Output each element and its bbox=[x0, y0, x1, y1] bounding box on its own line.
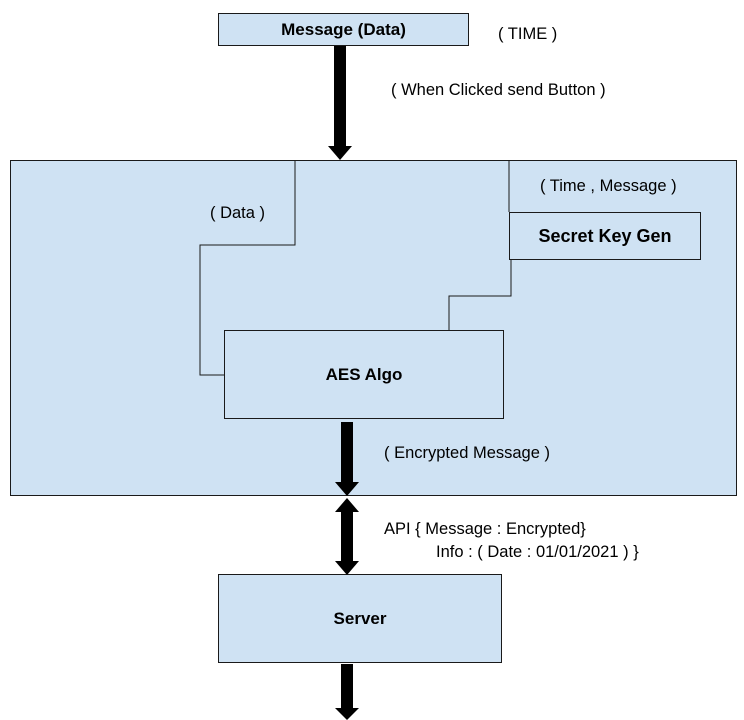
when-clicked-label: ( When Clicked send Button ) bbox=[391, 81, 606, 99]
arrow-message-to-panel bbox=[328, 46, 352, 160]
secret-key-gen-node: Secret Key Gen bbox=[509, 212, 701, 260]
api-label-line1: API { Message : Encrypted} bbox=[384, 520, 586, 538]
secret-key-gen-label: Secret Key Gen bbox=[538, 225, 672, 246]
server-node: Server bbox=[218, 574, 502, 663]
aes-algo-node: AES Algo bbox=[224, 330, 504, 419]
arrow-server-out bbox=[335, 664, 359, 720]
data-label: ( Data ) bbox=[210, 204, 266, 222]
server-label: Server bbox=[333, 608, 387, 628]
arrow-panel-server-bidirectional bbox=[335, 498, 359, 575]
encrypted-message-label: ( Encrypted Message ) bbox=[384, 444, 550, 462]
encryption-panel bbox=[10, 160, 737, 496]
api-label-line2: Info : ( Date : 01/01/2021 ) } bbox=[436, 543, 639, 561]
time-label: ( TIME ) bbox=[498, 25, 558, 43]
time-message-label: ( Time , Message ) bbox=[540, 177, 677, 195]
message-node-label: Message (Data) bbox=[281, 19, 406, 39]
aes-algo-label: AES Algo bbox=[325, 364, 403, 384]
message-node: Message (Data) bbox=[218, 13, 469, 46]
